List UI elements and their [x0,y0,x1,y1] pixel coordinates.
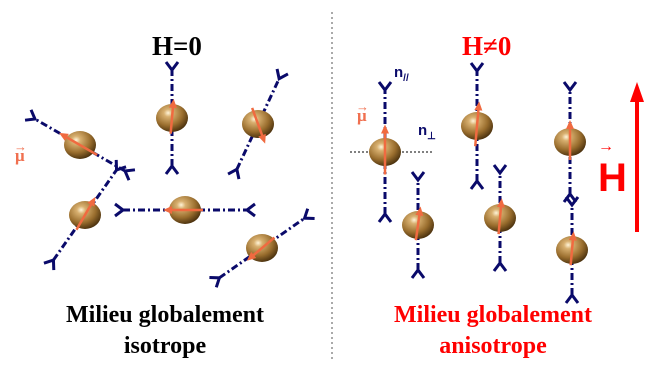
dipole-fork-end [275,68,289,81]
moment-arrowhead [258,133,266,144]
vector-arrow-icon: → [14,139,27,154]
moment-arrow [569,237,575,266]
magnetic-particle [227,68,289,180]
dipole-fork-end [564,196,580,208]
moment-label-left: → μ [14,139,27,166]
magnetic-particle [402,171,434,279]
moment-arrowhead [568,231,577,241]
dipole-fork-end [492,260,508,272]
dipole-fork-end [562,81,578,93]
dipole-fork-end [164,163,180,175]
magnetic-particle [556,196,588,304]
magnetic-particle [43,159,127,271]
left-title: H=0 [152,31,202,61]
moment-arrow [250,236,276,258]
field-label: H [598,156,627,200]
right-caption: Milieu globalement anisotrope [343,300,643,362]
dipole-fork-end [164,61,180,73]
dipole-fork-end [43,258,56,271]
moment-arrow [497,204,503,235]
moment-arrow [169,104,175,134]
moment-arrowhead [566,120,574,129]
dipole-fork-end [114,159,127,172]
particles-layer [24,61,588,304]
n-parallel-label: n// [394,64,409,84]
dipole-fork-end [122,168,136,181]
dipole-fork-end [469,178,485,190]
moment-arrow [473,107,480,147]
magnetic-particle [24,109,136,181]
moment-arrowhead [496,198,505,208]
moment-arrow [75,201,94,231]
moment-symbol: μ [357,106,367,125]
moment-arrowhead [168,98,177,109]
field-vector-arrow-icon: → [598,138,614,155]
dipole-axis [218,216,306,280]
dipole-fork-end [410,171,426,183]
n-perp-label: n⊥ [418,122,436,142]
dipole-fork-end [244,202,256,218]
moment-arrowhead [59,132,69,141]
left-caption-line1: Milieu globalement [66,302,264,328]
moment-arrow [63,134,98,156]
magnetic-particle [484,164,516,272]
dipole-fork-end [24,109,38,122]
vector-arrow-icon: → [356,99,369,114]
magnetic-particle [209,208,315,288]
dipole-fork-end [564,292,580,304]
moment-arrowhead [87,196,96,207]
dipole-fork-end [302,208,315,220]
moment-arrowhead [163,206,172,214]
moment-arrow [250,107,265,139]
right-caption-line2: anisotrope [439,333,547,359]
moment-arrowhead [474,101,483,111]
dipole-fork-end [377,81,393,93]
dipole-fork-end [469,62,485,74]
right-caption-line1: Milieu globalement [394,302,592,328]
n-perp-subscript: ⊥ [427,131,436,142]
dipole-fork-end [114,202,126,218]
magnetic-particle [369,81,401,223]
moment-arrowhead [415,206,424,216]
dipole-fork-end [410,267,426,279]
moment-arrowhead [381,124,389,134]
left-caption: Milieu globalement isotrope [15,300,315,362]
moment-arrowhead [246,251,257,261]
magnetic-particle [114,196,256,224]
magnetic-particle [461,62,493,190]
right-title: H≠0 [462,31,512,61]
magnetic-particle [156,61,188,175]
dipole-fork-end [492,164,508,176]
moment-arrow [414,212,422,241]
dipole-fork-end [209,276,222,288]
moment-symbol: μ [15,146,25,165]
magnetic-particle [554,81,586,203]
dipole-fork-end [377,211,393,223]
moment-label-right: → μ [356,99,369,126]
left-caption-line2: isotrope [123,333,207,359]
field-arrow [630,82,644,232]
n-parallel-letter: n [394,64,404,81]
dipole-fork-end [227,167,241,180]
n-parallel-subscript: // [403,73,409,84]
n-perp-letter: n [418,122,428,139]
